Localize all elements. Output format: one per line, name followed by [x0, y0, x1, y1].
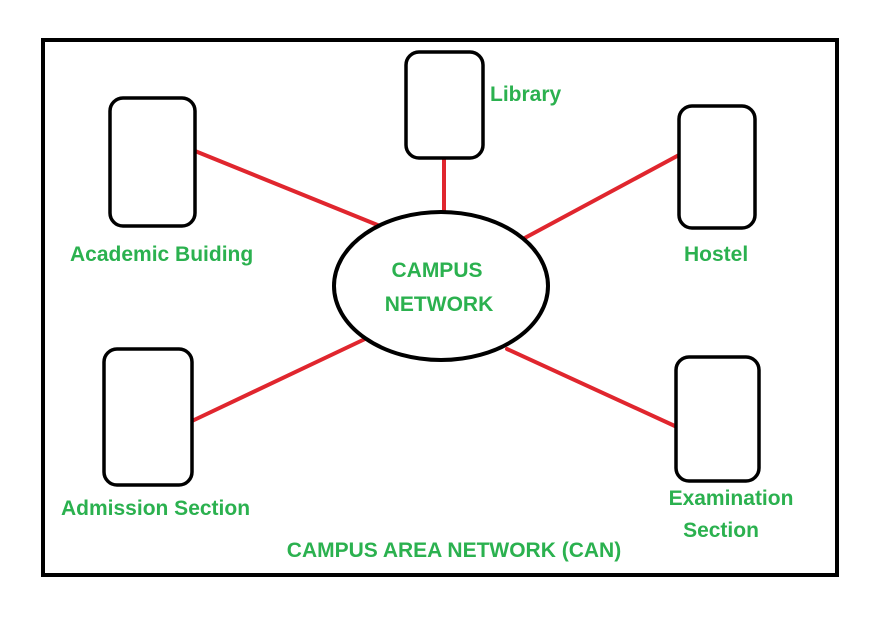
hub-label-line1: CAMPUS — [391, 259, 482, 282]
library-label: Library — [490, 83, 562, 106]
examination-section-label-line1: Examination — [669, 487, 794, 510]
link-examination-section — [505, 347, 679, 429]
examination-section-device — [674, 355, 761, 483]
link-admission-section — [190, 337, 367, 423]
academic-building-label: Academic Buiding — [70, 243, 253, 266]
link-academic-building — [193, 149, 387, 230]
hub-label-line2: NETWORK — [385, 293, 494, 316]
campus-network-hub — [332, 210, 550, 362]
admission-section-device — [102, 347, 194, 487]
admission-section-label: Admission Section — [61, 497, 250, 520]
hostel-device — [677, 104, 757, 230]
hostel-label: Hostel — [684, 243, 748, 266]
examination-section-label-line2: Section — [683, 519, 759, 542]
academic-building-device — [108, 96, 197, 228]
link-hostel — [519, 153, 681, 242]
diagram-caption: CAMPUS AREA NETWORK (CAN) — [287, 539, 621, 562]
library-device — [404, 50, 485, 160]
